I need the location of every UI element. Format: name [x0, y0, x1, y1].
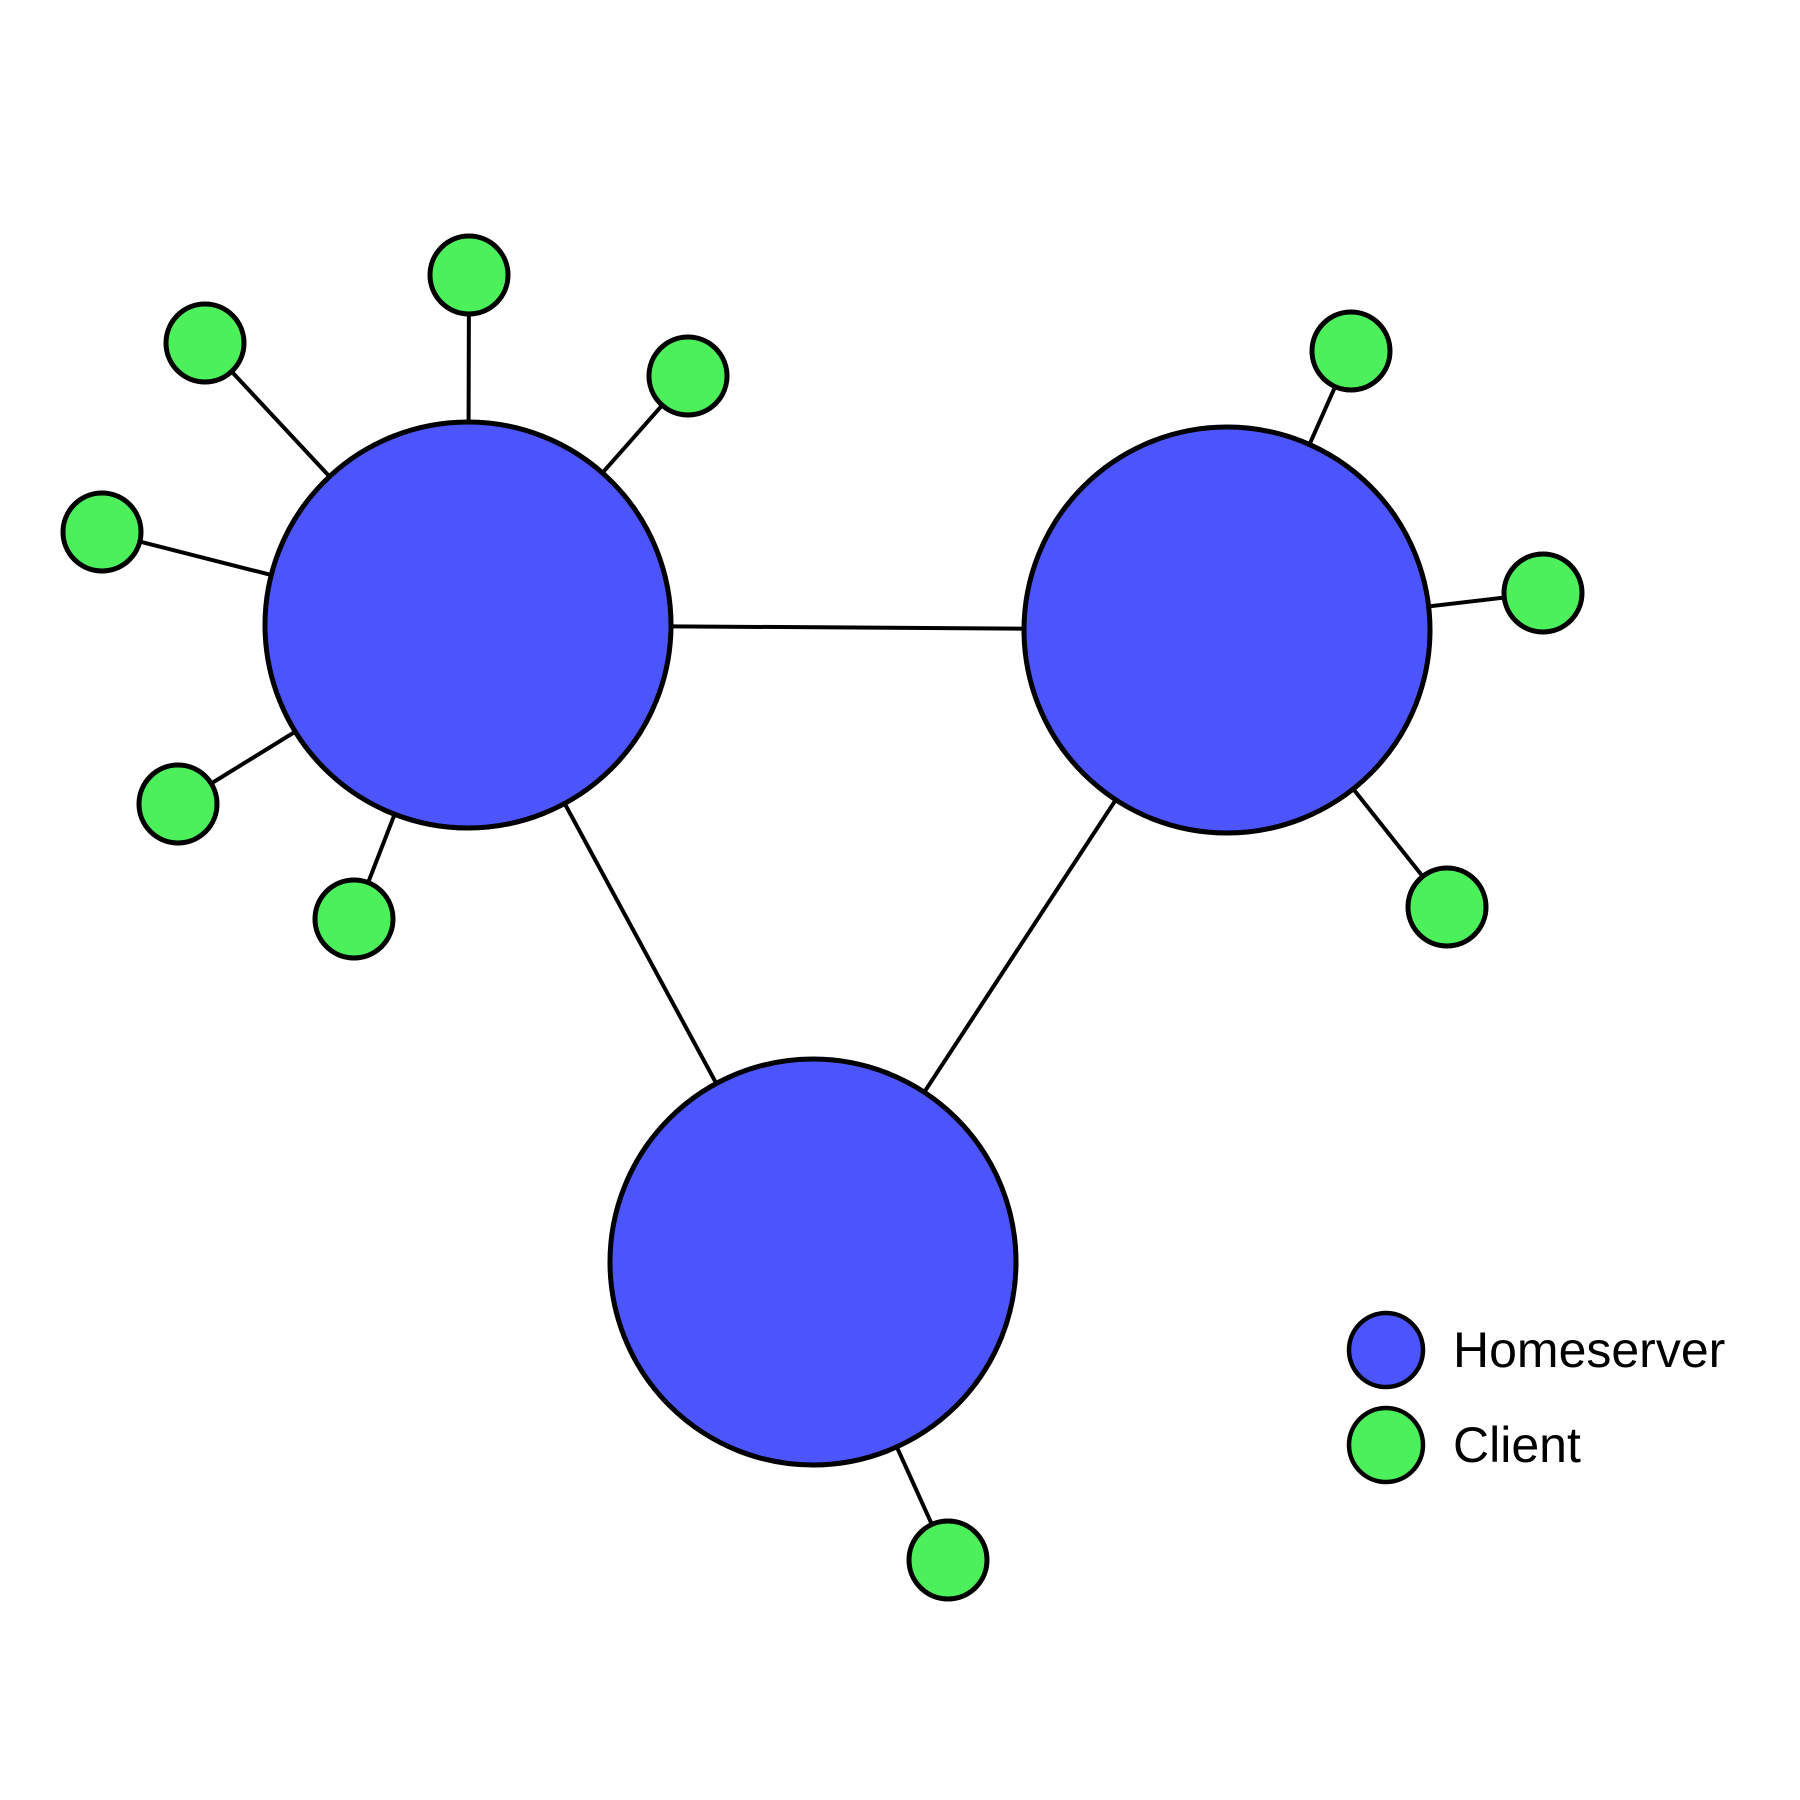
client-node [60, 490, 144, 574]
legend-homeserver-label: Homeserver [1453, 1322, 1725, 1378]
client-node [1309, 309, 1393, 393]
legend-client-swatch [1346, 1405, 1426, 1485]
client-node [312, 877, 396, 961]
legend: Homeserver Client [1346, 1310, 1725, 1485]
client-node [136, 762, 220, 846]
client-node [1405, 865, 1489, 949]
homeserver-node [607, 1056, 1019, 1468]
nodes-layer [60, 233, 1585, 1602]
client-node [427, 233, 511, 317]
client-node [646, 334, 730, 418]
legend-client-label: Client [1453, 1417, 1581, 1473]
homeserver-node [262, 419, 674, 831]
client-node [1501, 551, 1585, 635]
client-node [163, 301, 247, 385]
legend-homeserver-swatch [1346, 1310, 1426, 1390]
homeserver-node [1021, 424, 1433, 836]
client-node [906, 1518, 990, 1602]
